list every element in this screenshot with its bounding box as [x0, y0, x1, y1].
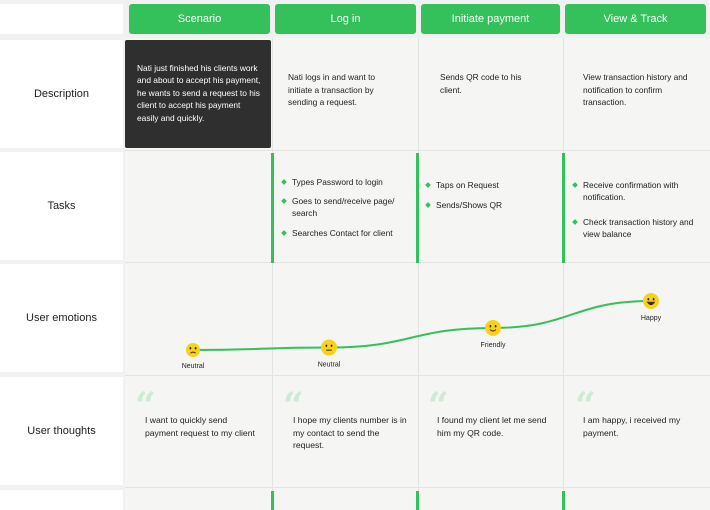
- task-bar-view-track: [562, 153, 565, 263]
- emotion-label: Happy: [641, 315, 662, 322]
- emotion-line: [192, 300, 652, 351]
- description-view-track: View transaction history and notificatio…: [583, 72, 688, 108]
- quote-icon: “: [428, 385, 449, 427]
- description-log-in: Nati logs in and want to initiate a tran…: [288, 72, 376, 108]
- next-row-bar: [271, 491, 274, 510]
- row-label-user-thoughts: User thoughts: [0, 377, 123, 485]
- emotion-curve: Neutral Neutral Friendly Happy: [182, 293, 662, 370]
- task-item: Searches Contact for client: [281, 227, 410, 239]
- happy-face-icon: [643, 293, 659, 309]
- task-text: Taps on Request: [436, 180, 499, 190]
- row-label-next: [0, 490, 123, 510]
- grid-line: [125, 375, 710, 376]
- header-view-track[interactable]: View & Track: [565, 4, 706, 34]
- row-label-description: Description: [0, 40, 123, 148]
- thought-view-track: I am happy, i received my payment.: [583, 415, 681, 438]
- task-item: Types Password to login: [281, 176, 407, 188]
- quote-icon: “: [135, 385, 156, 427]
- sad-face-icon: [186, 343, 200, 357]
- grid-line: [563, 38, 564, 510]
- task-item: Check transaction history and view balan…: [572, 216, 698, 241]
- task-text: Types Password to login: [292, 177, 383, 187]
- task-text: Sends/Shows QR: [436, 200, 503, 210]
- task-item: Taps on Request: [425, 179, 551, 191]
- task-item: Receive confirmation with notification.: [572, 179, 698, 204]
- grid-line: [272, 38, 273, 510]
- grid-line: [418, 38, 419, 510]
- next-row-bar: [416, 491, 419, 510]
- next-row-bar: [562, 491, 565, 510]
- header-initiate-payment[interactable]: Initiate payment: [421, 4, 560, 34]
- task-text: Receive confirmation with notification.: [583, 180, 679, 203]
- task-item: Goes to send/receive page/ search: [281, 195, 410, 220]
- thought-log-in: I hope my clients number is in my contac…: [293, 415, 407, 451]
- header-scenario[interactable]: Scenario: [129, 4, 270, 34]
- scenario-card: Nati just finished his clients work and …: [125, 40, 271, 148]
- grid-line: [125, 487, 710, 488]
- task-bar-log-in: [271, 153, 274, 263]
- quote-icon: “: [575, 385, 596, 427]
- header-log-in[interactable]: Log in: [275, 4, 416, 34]
- quote-icon: “: [283, 385, 304, 427]
- scenario-text: Nati just finished his clients work and …: [137, 63, 261, 123]
- row-label-tasks: Tasks: [0, 152, 123, 260]
- description-initiate-payment: Sends QR code to his client.: [440, 72, 522, 95]
- header-corner: [0, 4, 123, 34]
- emotion-label: Friendly: [481, 342, 506, 349]
- thought-initiate-payment: I found my client let me send him my QR …: [437, 415, 547, 438]
- grid-line: [125, 150, 710, 151]
- emotion-label: Neutral: [318, 362, 341, 369]
- row-label-user-emotions: User emotions: [0, 264, 123, 372]
- task-text: Goes to send/receive page/ search: [292, 196, 395, 219]
- smile-face-icon: [485, 319, 501, 336]
- emotion-label: Neutral: [182, 363, 205, 370]
- task-bar-initiate-payment: [416, 153, 419, 263]
- task-item: Sends/Shows QR: [425, 199, 551, 211]
- neutral-face-icon: [321, 339, 337, 356]
- task-text: Searches Contact for client: [292, 228, 393, 238]
- thought-scenario: I want to quickly send payment request t…: [145, 415, 255, 438]
- task-text: Check transaction history and view balan…: [583, 217, 694, 240]
